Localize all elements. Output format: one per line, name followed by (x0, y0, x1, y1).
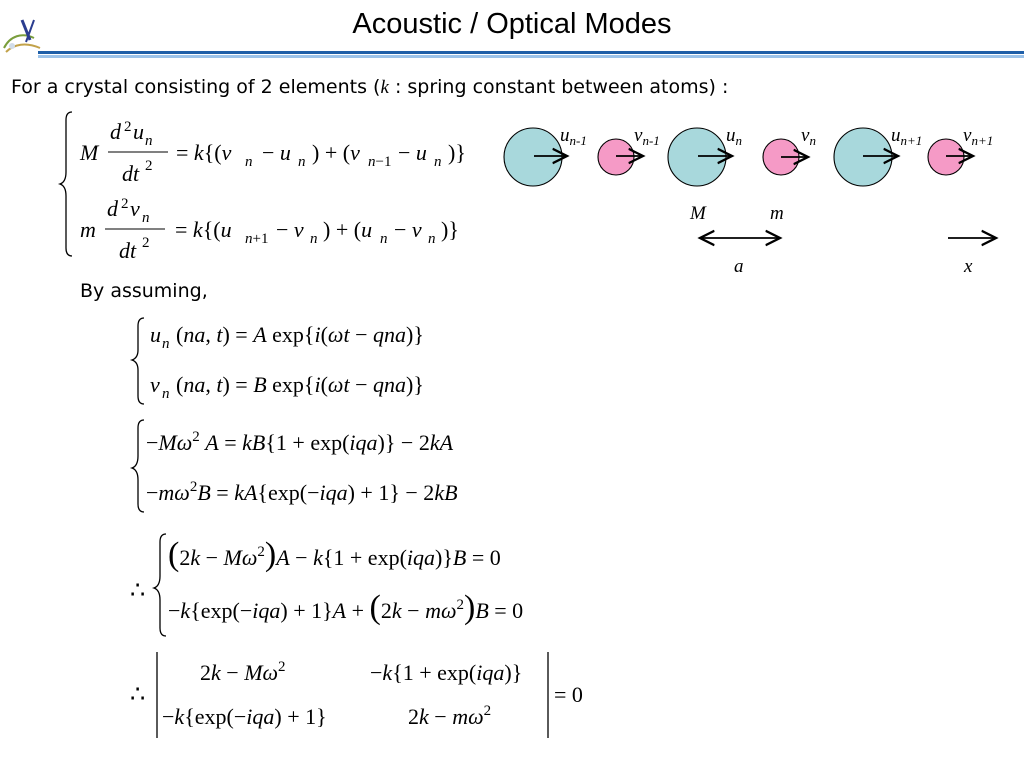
atom-big (503, 127, 563, 187)
svg-text:vn: vn (801, 125, 816, 148)
svg-text:(na, t) = A exp{i(ωt − qna)}: (na, t) = A exp{i(ωt − qna)} (176, 322, 424, 347)
svg-text:n: n (380, 231, 388, 247)
intro-text: For a crystal consisting of 2 elements (… (11, 76, 728, 99)
brace-3 (129, 419, 145, 513)
svg-text:v: v (130, 196, 140, 221)
svg-text:un: un (726, 125, 742, 148)
svg-text:un+1: un+1 (891, 125, 922, 148)
label-v-n+1: v (963, 125, 972, 146)
svg-text:2: 2 (124, 119, 132, 135)
svg-text:un-1: un-1 (560, 125, 587, 148)
svg-text:n: n (162, 386, 170, 402)
svg-text:dt: dt (119, 238, 137, 263)
svg-text:∴: ∴ (130, 682, 145, 708)
title-rule-light (38, 55, 1024, 58)
svg-text:n: n (310, 231, 318, 247)
intro-text-end: : spring constant between atoms) : (388, 76, 729, 98)
label-spacing: a (734, 256, 744, 277)
svg-text:(na, t) = B exp{i(ωt − qna)}: (na, t) = B exp{i(ωt − qna)} (176, 372, 424, 397)
svg-text:−k{exp(−iqa) + 1}: −k{exp(−iqa) + 1} (162, 704, 327, 729)
logo (3, 19, 41, 53)
svg-text:vn-1: vn-1 (634, 125, 660, 148)
label-u-n: u (726, 125, 736, 146)
svg-text:) + (u: ) + (u (323, 217, 372, 242)
atom-big (833, 127, 893, 187)
brace-1 (57, 111, 73, 257)
brace-2 (129, 317, 145, 405)
title-rule (38, 51, 1024, 54)
intro-text-start: For a crystal consisting of 2 elements ( (11, 76, 381, 98)
label-mass-small: m (770, 203, 784, 224)
svg-text:(2k − Mω2)A − k{1 + exp(iqa)}B: (2k − Mω2)A − k{1 + exp(iqa)}B = 0 (168, 536, 501, 573)
brace-4 (151, 533, 167, 637)
label-u-n+1: u (891, 125, 901, 146)
svg-text:n: n (142, 210, 150, 226)
svg-text:− v: − v (276, 217, 304, 242)
svg-text:2k − Mω2: 2k − Mω2 (200, 659, 286, 685)
svg-text:2: 2 (121, 196, 129, 212)
label-v-n: v (801, 125, 810, 146)
svg-text:d: d (110, 119, 122, 144)
svg-text:n: n (428, 231, 436, 247)
label-x-axis: x (963, 256, 973, 277)
svg-text:− u: − u (262, 140, 291, 165)
label-v-n-1: v (634, 125, 643, 146)
atom-small (927, 138, 965, 176)
svg-text:2: 2 (142, 235, 150, 251)
svg-text:2k − mω2: 2k − mω2 (408, 703, 491, 729)
svg-text:) + (v: ) + (v (312, 140, 360, 165)
svg-text:= k{(u: = k{(u (175, 217, 232, 242)
svg-text:n+1: n+1 (245, 231, 268, 247)
label-u-n-1: u (560, 125, 570, 146)
svg-text:− v: − v (394, 217, 422, 242)
svg-text:−mω2B = kA{exp(−iqa) + 1} − 2k: −mω2B = kA{exp(−iqa) + 1} − 2kB (146, 479, 458, 505)
svg-text:n: n (162, 336, 170, 352)
svg-text:)}: )} (441, 217, 459, 242)
svg-text:= 0: = 0 (554, 682, 583, 707)
svg-text:2: 2 (145, 158, 153, 174)
svg-text:= k{(v: = k{(v (176, 140, 232, 165)
svg-text:n: n (145, 133, 153, 149)
svg-text:u: u (133, 119, 144, 144)
atom-big (667, 127, 727, 187)
svg-text:d: d (107, 196, 119, 221)
svg-text:u: u (150, 322, 161, 347)
svg-text:M: M (79, 140, 100, 165)
svg-text:)}: )} (448, 140, 466, 165)
svg-text:n−1: n−1 (368, 154, 391, 170)
svg-text:− u: − u (398, 140, 427, 165)
svg-text:∴: ∴ (130, 578, 145, 604)
svg-text:n: n (298, 154, 306, 170)
svg-text:vn+1: vn+1 (963, 125, 993, 148)
svg-text:n: n (434, 154, 442, 170)
svg-text:n: n (245, 154, 253, 170)
svg-text:−k{1 + exp(iqa)}: −k{1 + exp(iqa)} (370, 660, 522, 685)
assuming-label: By assuming, (80, 280, 208, 302)
slide-title: Acoustic / Optical Modes (352, 8, 672, 40)
svg-text:dt: dt (122, 161, 140, 186)
svg-text:v: v (150, 372, 160, 397)
label-mass-big: M (689, 203, 707, 224)
intro-k: k (380, 77, 389, 98)
svg-text:m: m (80, 217, 96, 242)
atom-small (597, 138, 635, 176)
